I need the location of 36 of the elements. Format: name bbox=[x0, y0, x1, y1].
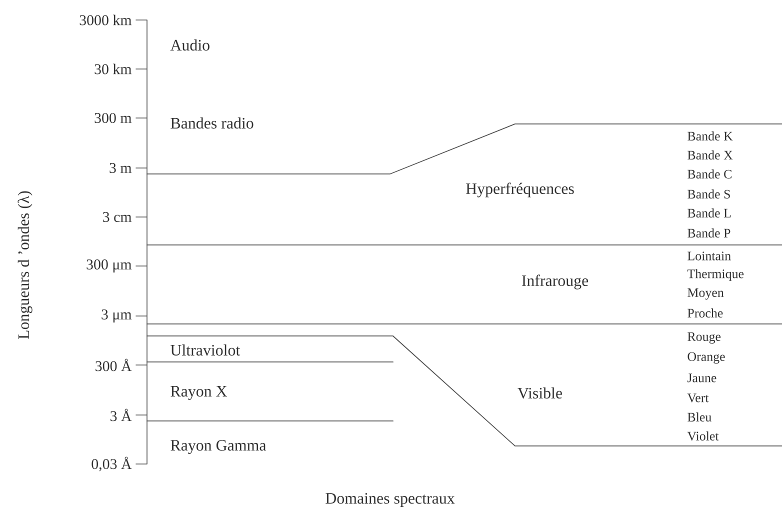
axis-title: Domaines spectraux bbox=[326, 493, 455, 507]
band-label: Bandes radio bbox=[170, 117, 254, 129]
sub-band-label: Bande P bbox=[688, 228, 730, 238]
axis-title: Longueurs d ’ondes (λ) bbox=[18, 191, 32, 339]
sub-band-label: Rouge bbox=[688, 332, 721, 344]
band-label: Ultraviolot bbox=[170, 344, 240, 356]
sub-band-label: Bande S bbox=[688, 189, 730, 199]
tick-label: 0,03 Å bbox=[92, 456, 132, 472]
sub-band-label: Bande L bbox=[688, 208, 731, 218]
band-label: Infrarouge bbox=[522, 274, 588, 290]
band-label: Hyperfréquences bbox=[466, 182, 574, 198]
tick-label: 3 Å bbox=[110, 408, 132, 422]
sub-band-label: Jaune bbox=[687, 374, 716, 382]
tick-label: 3000 km bbox=[80, 14, 132, 26]
tick-label: 300 Å bbox=[96, 358, 132, 372]
band-label: Visible bbox=[518, 387, 562, 399]
sub-band-label: Violet bbox=[687, 431, 719, 441]
tick-label: 300 μm bbox=[86, 259, 132, 273]
band-label: Rayon X bbox=[170, 386, 228, 400]
sub-band-label: Lointain bbox=[688, 252, 731, 260]
tick-label: 3 μm bbox=[102, 309, 132, 323]
sub-band-label: Bande C bbox=[688, 169, 732, 179]
sub-band-label: Bande X bbox=[688, 150, 733, 160]
sub-band-label: Orange bbox=[688, 352, 725, 364]
sub-band-label: Moyen bbox=[688, 288, 724, 300]
sub-band-label: Thermique bbox=[687, 269, 744, 281]
sub-band-label: Proche bbox=[688, 308, 723, 318]
band-label: Audio bbox=[170, 39, 210, 51]
tick-label: 30 km bbox=[94, 64, 132, 74]
sub-band-label: Bande K bbox=[688, 131, 733, 141]
tick-label: 300 m bbox=[94, 112, 132, 124]
tick-label: 3 m bbox=[110, 162, 132, 173]
sub-band-label: Vert bbox=[687, 394, 709, 402]
sub-band-label: Bleu bbox=[688, 412, 712, 422]
tick-label: 3 cm bbox=[103, 212, 132, 222]
band-label: Rayon Gamma bbox=[170, 440, 266, 454]
